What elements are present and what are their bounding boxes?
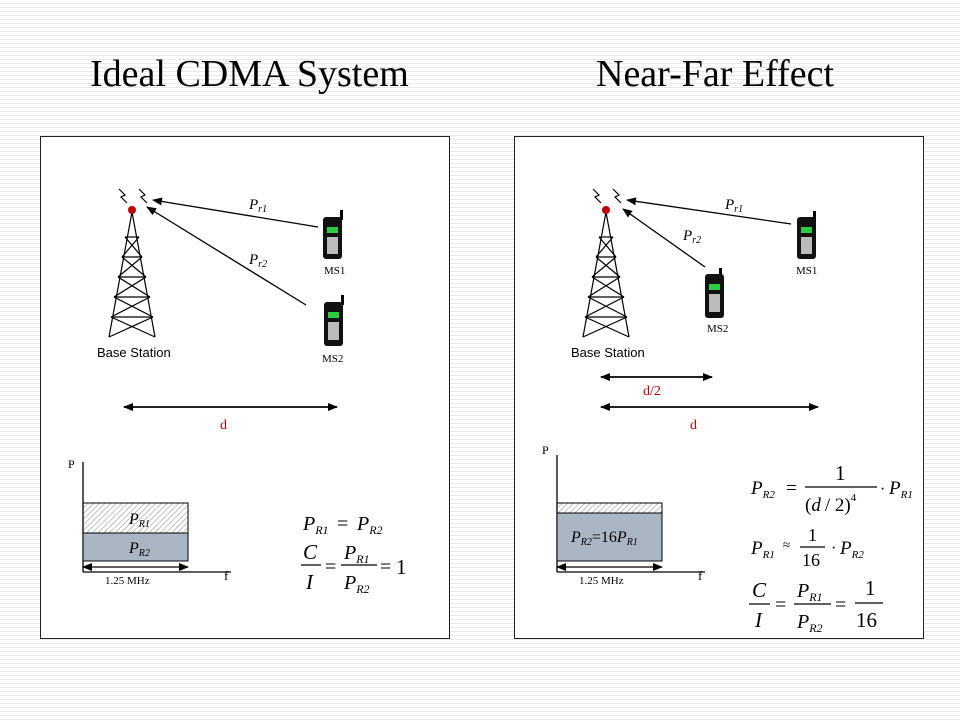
svg-text:PR1: PR1 bbox=[302, 513, 329, 537]
svg-text:1: 1 bbox=[835, 461, 846, 485]
title-near-far: Near-Far Effect bbox=[596, 53, 835, 95]
svg-text:·: · bbox=[880, 481, 885, 498]
ms2-label: MS2 bbox=[707, 323, 728, 335]
svg-text:PR1: PR1 bbox=[888, 478, 913, 501]
power-axis-label: P bbox=[542, 443, 549, 457]
ms1-label: MS1 bbox=[796, 265, 817, 277]
distance-label: d bbox=[690, 418, 697, 433]
band-pr1 bbox=[556, 502, 663, 514]
svg-text:PR2: PR2 bbox=[343, 572, 370, 596]
ms1-label: MS1 bbox=[324, 265, 345, 277]
near-far-equations: PR2 = 1 (d/ 2)4 · PR1 PR1 ≈ 1 16 · PR2 C… bbox=[749, 461, 913, 635]
mobile-phone-ms1-icon bbox=[323, 210, 343, 259]
svg-text:=: = bbox=[775, 594, 786, 616]
svg-text:16: 16 bbox=[802, 550, 820, 570]
svg-text:PR1: PR1 bbox=[343, 542, 370, 566]
signal-arrow-ms2 bbox=[146, 206, 307, 306]
antenna-tip-icon bbox=[128, 206, 136, 214]
pr2-label: Pr2 bbox=[248, 252, 267, 270]
svg-text:1: 1 bbox=[808, 525, 817, 545]
svg-text:=: = bbox=[835, 594, 846, 616]
band-pr1-label: PR1 bbox=[128, 511, 150, 530]
near-far-diagram: Base Station Pr1 Pr2 MS1 MS2 d/2 d P f P… bbox=[542, 188, 913, 635]
svg-text:PR2: PR2 bbox=[750, 478, 775, 501]
svg-text:PR2: PR2 bbox=[356, 513, 383, 537]
signal-arrow-ms1 bbox=[626, 197, 792, 225]
base-station-label: Base Station bbox=[97, 345, 171, 360]
base-station-tower-icon bbox=[108, 188, 156, 338]
svg-text:≈: ≈ bbox=[783, 537, 790, 552]
band-pr2-label: PR2=16PR1 bbox=[570, 529, 638, 548]
svg-text:C: C bbox=[303, 540, 318, 564]
svg-text:PR1: PR1 bbox=[750, 538, 775, 561]
svg-text:16: 16 bbox=[856, 608, 877, 632]
frequency-axis-label: f bbox=[224, 568, 229, 583]
svg-text:=: = bbox=[325, 556, 336, 578]
base-station-label: Base Station bbox=[571, 345, 645, 360]
base-station-tower-icon bbox=[582, 188, 630, 338]
mobile-phone-ms2-icon bbox=[705, 268, 724, 318]
title-ideal-cdma: Ideal CDMA System bbox=[90, 53, 409, 95]
svg-text:=: = bbox=[786, 478, 797, 499]
signal-arrow-ms1 bbox=[152, 197, 319, 228]
band-pr2 bbox=[82, 532, 189, 562]
frequency-axis-label: f bbox=[698, 568, 703, 583]
bandwidth-label: 1.25 MHz bbox=[579, 575, 624, 587]
svg-text:PR2: PR2 bbox=[839, 538, 864, 561]
ideal-equation: PR1 = PR2 C I = PR1 PR2 = 1 bbox=[301, 513, 407, 596]
pr1-label: Pr1 bbox=[724, 197, 743, 215]
svg-text:1: 1 bbox=[396, 555, 407, 579]
ideal-cdma-panel: Base Station Pr1 Pr2 MS1 MS2 d P f PR1 P… bbox=[40, 136, 450, 639]
svg-text:I: I bbox=[305, 570, 314, 594]
antenna-tip-icon bbox=[602, 206, 610, 214]
mobile-phone-ms1-icon bbox=[797, 211, 816, 259]
band-pr2 bbox=[556, 512, 663, 562]
svg-text:1: 1 bbox=[865, 576, 876, 600]
ideal-cdma-diagram: Base Station Pr1 Pr2 MS1 MS2 d P f PR1 P… bbox=[68, 188, 407, 596]
power-axis-label: P bbox=[68, 457, 75, 471]
pr1-label: Pr1 bbox=[248, 197, 267, 215]
svg-text:PR1: PR1 bbox=[796, 580, 823, 604]
half-distance-label: d/2 bbox=[643, 384, 661, 399]
near-far-panel: Base Station Pr1 Pr2 MS1 MS2 d/2 d P f P… bbox=[514, 136, 924, 639]
pr2-label: Pr2 bbox=[682, 228, 701, 246]
mobile-phone-ms2-icon bbox=[324, 295, 344, 346]
svg-text:C: C bbox=[752, 578, 767, 602]
svg-text:=: = bbox=[380, 556, 391, 578]
signal-arrow-ms2 bbox=[622, 208, 706, 268]
svg-text:(d/ 2)4: (d/ 2)4 bbox=[805, 492, 857, 516]
ms2-label: MS2 bbox=[322, 353, 343, 365]
svg-text:I: I bbox=[754, 608, 763, 632]
distance-label: d bbox=[220, 418, 227, 433]
svg-text:·: · bbox=[831, 540, 836, 557]
bandwidth-label: 1.25 MHz bbox=[105, 575, 150, 587]
svg-text:=: = bbox=[337, 513, 348, 535]
svg-text:PR2: PR2 bbox=[796, 611, 823, 635]
band-pr2-label: PR2 bbox=[128, 540, 150, 559]
band-pr1 bbox=[82, 502, 189, 534]
